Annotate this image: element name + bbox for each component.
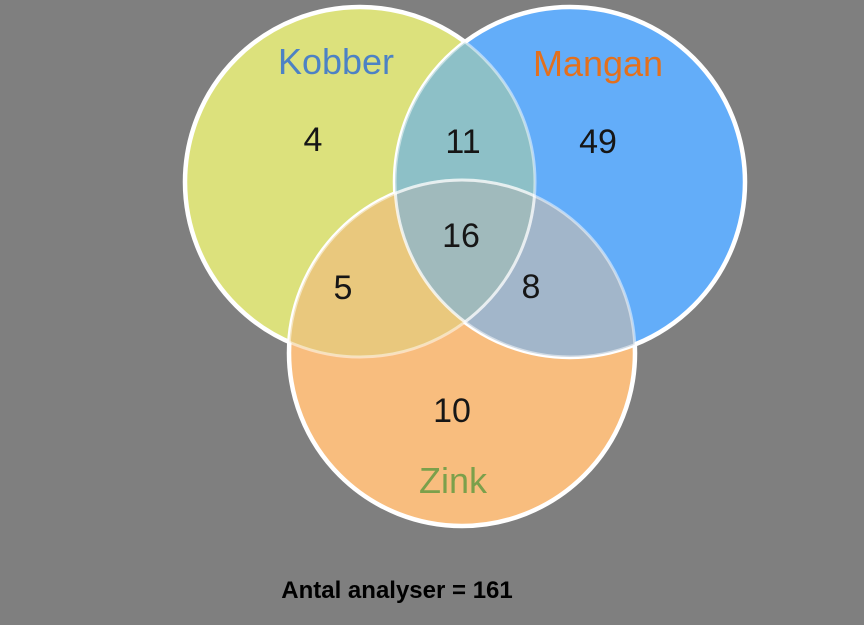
region-value-mangan-zink: 8 xyxy=(522,268,541,306)
region-values: 4 11 49 16 5 8 10 xyxy=(304,121,617,430)
set-label-kobber: Kobber xyxy=(278,41,394,82)
region-value-zink-only: 10 xyxy=(433,392,471,430)
mangan-arc-in-kobber xyxy=(393,7,535,357)
region-value-triple: 16 xyxy=(442,217,480,255)
set-label-zink: Zink xyxy=(419,460,488,501)
region-value-mangan-only: 49 xyxy=(579,123,617,161)
region-value-kobber-only: 4 xyxy=(304,121,323,159)
region-value-kobber-mangan: 11 xyxy=(445,123,480,161)
kobber-arc-in-mangan xyxy=(395,7,537,357)
region-value-kobber-zink: 5 xyxy=(334,269,353,307)
caption-total-analyses: Antal analyser = 161 xyxy=(281,577,512,604)
set-label-mangan: Mangan xyxy=(533,43,663,84)
